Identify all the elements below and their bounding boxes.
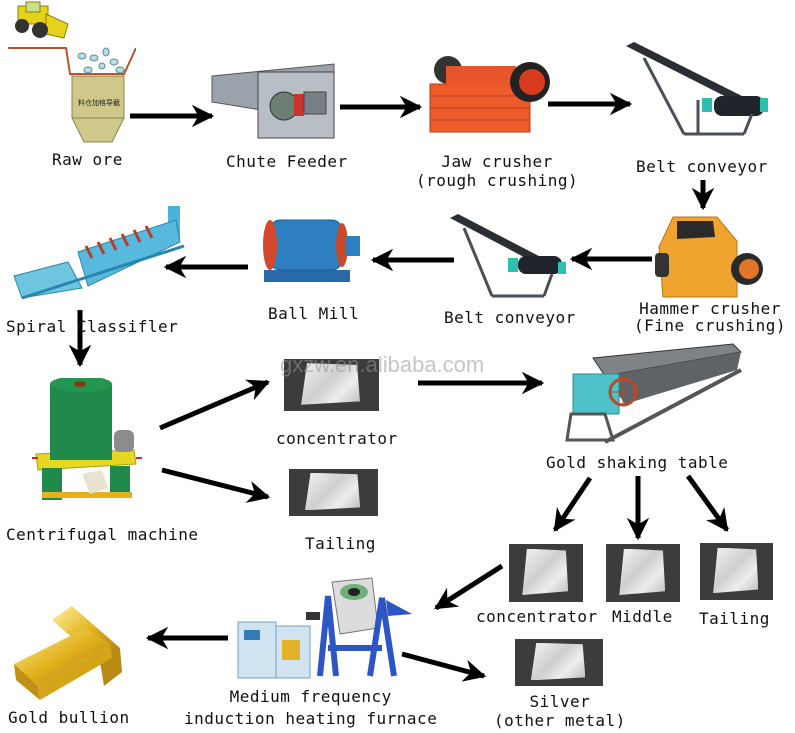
belt-conveyor-icon [450, 214, 566, 298]
jaw-crusher-icon [429, 56, 550, 133]
silver-subtitle: (other metal) [494, 711, 626, 730]
belt-conveyor-2-illustration [448, 212, 566, 298]
label-silver: Silver (other metal) [494, 692, 626, 730]
label-furnace: Medium frequency induction heating furna… [184, 686, 437, 730]
label-belt-conveyor-1: Belt conveyor [636, 157, 768, 176]
watermark: gxzw.en.alibaba.com [280, 352, 485, 377]
chute-feeder-illustration [208, 62, 338, 142]
hammer-crusher-title: Hammer crusher [639, 299, 781, 318]
arrow-table-tailing [685, 474, 730, 532]
centrifugal-machine-illustration [32, 376, 144, 502]
chute-feeder-icon [211, 63, 335, 139]
furnace-title: Medium frequency [229, 687, 392, 706]
arrow-concentrator-furnace [434, 563, 504, 611]
ball-mill-icon [263, 219, 360, 282]
middle-bag-image [606, 544, 680, 602]
raw-ore-illustration: 料仓加格导截 [6, 0, 137, 150]
hammer-crusher-illustration [655, 213, 767, 298]
label-spiral-classifier: Spiral Classifler [6, 317, 179, 336]
jaw-crusher-subtitle: (rough crushing) [416, 171, 579, 190]
label-centrifugal-machine: Centrifugal machine [6, 525, 199, 544]
induction-furnace-icon [237, 577, 412, 679]
shaking-table-illustration [565, 342, 745, 448]
jaw-crusher-illustration [426, 56, 551, 136]
shaking-table-icon [565, 343, 743, 444]
label-chute-feeder: Chute Feeder [226, 152, 348, 171]
label-ball-mill: Ball Mill [268, 304, 360, 323]
label-raw-ore: Raw ore [52, 150, 123, 169]
label-concentrator-1: concentrator [276, 429, 398, 448]
belt-conveyor-1-illustration [624, 38, 769, 138]
arrow-centrifugal-concentrator [159, 379, 271, 431]
spiral-classifier-illustration [8, 206, 186, 302]
hammer-crusher-icon [655, 216, 763, 298]
arrow-centrifugal-tailing [161, 467, 271, 503]
label-hammer-crusher: Hammer crusher (Fine crushing) [634, 300, 786, 334]
concentrator-2-bag-image [509, 544, 583, 602]
centrifugal-machine-icon [32, 376, 142, 500]
label-gold-bullion: Gold bullion [8, 708, 130, 727]
arrow-table-concentrator [552, 476, 593, 532]
label-concentrator-2: concentrator [476, 607, 598, 626]
label-jaw-crusher: Jaw crusher (rough crushing) [416, 152, 578, 190]
label-belt-conveyor-2: Belt conveyor [444, 308, 576, 327]
furnace-illustration [236, 576, 416, 680]
concentrator-1-bag-image [284, 359, 379, 411]
arrow-furnace-silver [401, 651, 487, 682]
gold-bullion-illustration [10, 600, 130, 700]
label-tailing-1: Tailing [305, 534, 376, 553]
label-shaking-table: Gold shaking table [546, 453, 729, 472]
loader-hopper-icon [8, 1, 137, 143]
hammer-crusher-subtitle: (Fine crushing) [634, 316, 786, 335]
jaw-crusher-title: Jaw crusher [441, 152, 553, 171]
tailing-2-bag-image [700, 543, 773, 600]
belt-conveyor-icon [626, 42, 768, 136]
tailing-1-bag-image [289, 469, 378, 516]
label-tailing-2: Tailing [699, 609, 770, 628]
label-middle: Middle [612, 607, 673, 626]
hopper-text: 料仓加格导截 [78, 99, 120, 107]
spiral-classifier-icon [13, 206, 185, 300]
ball-mill-illustration [258, 214, 366, 284]
furnace-subtitle: induction heating furnace [184, 709, 438, 728]
silver-bag-image [515, 639, 603, 686]
gold-bars-icon [14, 606, 122, 700]
silver-title: Silver [529, 692, 591, 711]
